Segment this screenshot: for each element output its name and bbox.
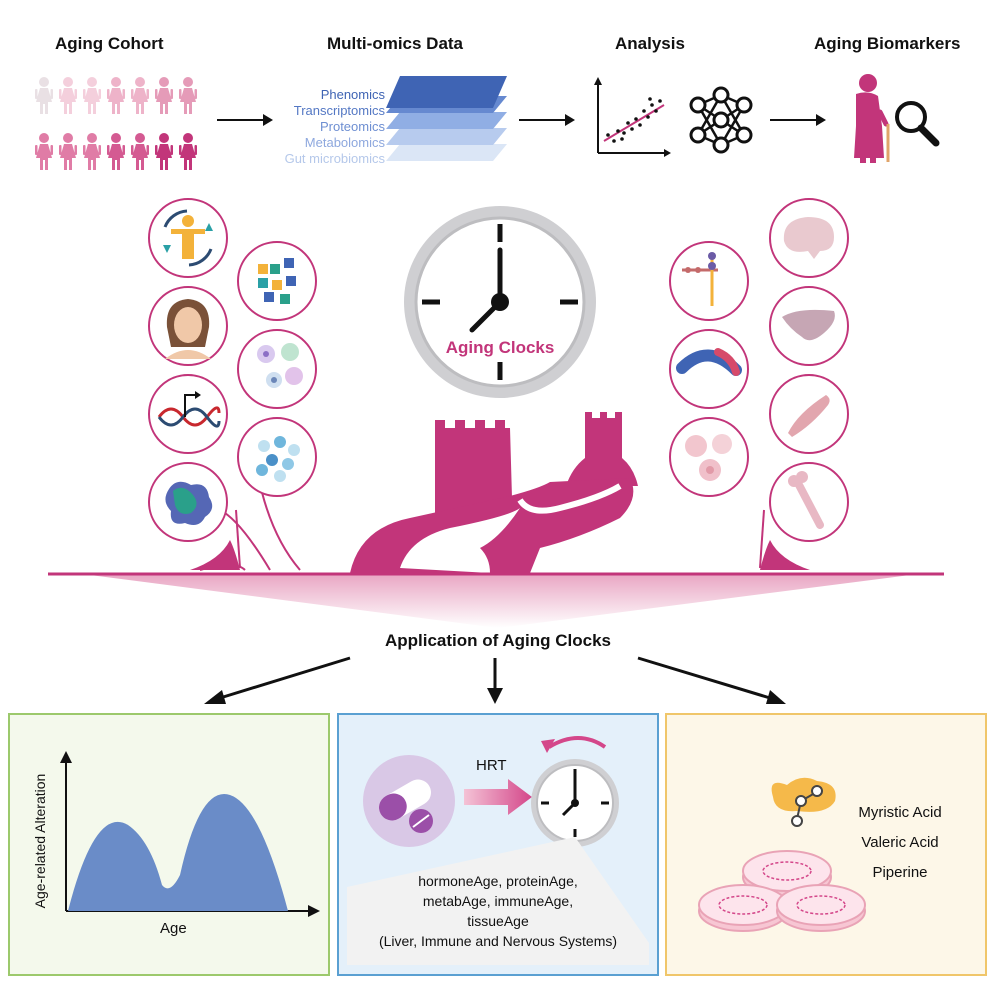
circle-liver [769, 286, 849, 366]
omics-layer-phenomics: Phenomics [320, 87, 385, 102]
hrt-ages-line2: metabAge, immuneAge, [422, 893, 574, 909]
header-aging-cohort: Aging Cohort [55, 34, 164, 53]
elderly-person-icon [854, 74, 890, 163]
omics-layer-proteomics: Proteomics [319, 119, 385, 134]
scatter-plot-icon [594, 77, 671, 157]
hrt-ages-line4: (Liver, Immune and Nervous Systems) [378, 933, 618, 949]
circle-blood-cells [669, 417, 749, 497]
circle-bone [769, 462, 849, 542]
pill-capsule-icon [363, 755, 455, 847]
alteration-curve-chart [60, 751, 320, 917]
application-arrows [204, 656, 786, 704]
header-biomarkers: Aging Biomarkers [814, 34, 961, 53]
petri-dishes-icon [698, 777, 866, 932]
compound-valeric-acid: Valeric Acid [861, 834, 939, 851]
neural-network-icon [689, 86, 753, 154]
ground-line-funnel [48, 572, 944, 628]
circle-protein [148, 462, 228, 542]
circle-cartilage [669, 329, 749, 409]
circle-glycan [669, 241, 749, 321]
panel-compounds [665, 713, 987, 976]
application-title: Application of Aging Clocks [384, 631, 612, 650]
circle-body-rotation [148, 198, 228, 278]
circle-muscle [769, 374, 849, 454]
great-wall-icon [350, 412, 638, 573]
alteration-xlabel: Age [160, 920, 187, 937]
info-callout-bg [347, 837, 649, 965]
hrt-ages-line3: tissueAge [467, 913, 529, 929]
circle-brain [769, 198, 849, 278]
arrow-omics-to-analysis [519, 114, 575, 126]
circle-molecules [237, 241, 317, 321]
magnifier-icon [895, 101, 940, 147]
hrt-arrow-icon [464, 779, 532, 815]
aging-clock [404, 206, 596, 398]
alteration-ylabel: Age-related Alteration [32, 773, 48, 909]
header-multiomics: Multi-omics Data [327, 34, 464, 53]
panel-hrt: HRT hormoneAge, proteinAge, metabAge, im… [337, 713, 659, 976]
cohort-people-icon [35, 77, 197, 170]
compound-myristic-acid: Myristic Acid [858, 804, 942, 821]
circle-particles [237, 417, 317, 497]
header-analysis: Analysis [615, 34, 685, 53]
omics-layers-icon [386, 76, 507, 161]
omics-layer-transcriptomics: Transcriptomics [293, 103, 385, 118]
arrow-analysis-to-biomarkers [770, 114, 826, 126]
panel-alteration: Age-related Alteration Age [8, 713, 330, 976]
rewind-clock-icon [531, 736, 619, 847]
arrow-cohort-to-omics [217, 114, 273, 126]
circle-dna [148, 374, 228, 454]
hrt-ages-line1: hormoneAge, proteinAge, [418, 873, 578, 889]
circle-immune-cells [237, 329, 317, 409]
tree-trunks [190, 509, 810, 570]
hrt-label: HRT [476, 757, 507, 774]
omics-layer-gut-microbiomics: Gut microbiomics [284, 151, 385, 166]
compound-piperine: Piperine [872, 864, 928, 881]
circle-face [148, 286, 228, 366]
omics-layer-metabolomics: Metabolomics [304, 135, 385, 150]
aging-clock-label: Aging Clocks [445, 338, 555, 357]
